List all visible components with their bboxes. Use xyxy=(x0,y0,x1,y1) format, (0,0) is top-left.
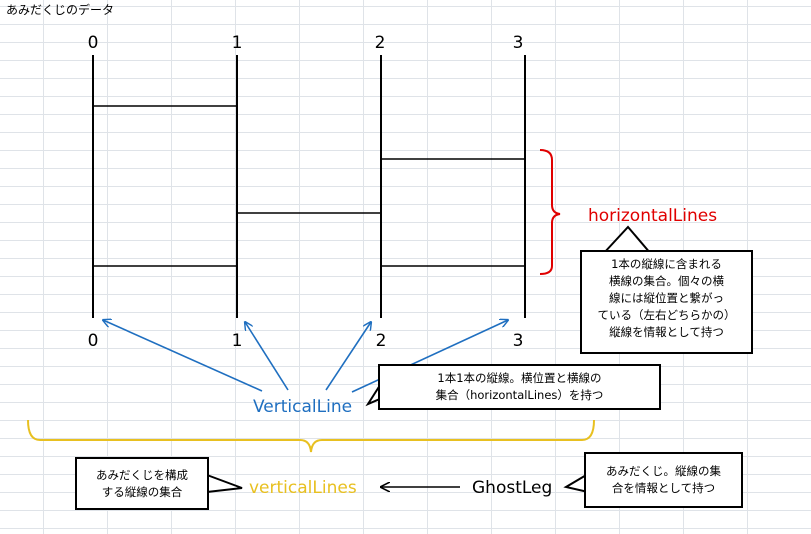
vertical-line-callout: 1本1本の縦線。横位置と横線の 集合（horizontalLines）を持つ xyxy=(378,364,661,410)
ghost-leg-callout-text: あみだくじ。縦線の集 合を情報として持つ xyxy=(606,464,721,495)
horizontal-lines-label: horizontalLines xyxy=(588,206,717,226)
horizontal-lines-bracket xyxy=(539,149,561,275)
bottom-label-2: 2 xyxy=(376,331,387,351)
callout-pointer-vertical-lines xyxy=(206,473,243,494)
bottom-label-3: 3 xyxy=(513,331,524,351)
top-label-0: 0 xyxy=(88,33,99,53)
sheet-title: あみだくじのデータ xyxy=(6,3,115,17)
top-label-3: 3 xyxy=(513,33,524,53)
vertical-lines-callout-text: あみだくじを構成 する縦線の集合 xyxy=(96,468,188,499)
top-label-2: 2 xyxy=(375,33,386,53)
top-label-1: 1 xyxy=(232,33,243,53)
horizontal-lines-callout-text: 1本の縦線に含まれる 横線の集合。個々の横 線には縦位置と繋がっ ている（左右ど… xyxy=(597,257,736,339)
horizontal-lines-callout: 1本の縦線に含まれる 横線の集合。個々の横 線には縦位置と繋がっ ている（左右ど… xyxy=(580,250,753,354)
bottom-label-0: 0 xyxy=(88,331,99,351)
vertical-lines-label: verticalLines xyxy=(249,478,357,498)
arrow-to-bottom-2 xyxy=(325,322,371,391)
vertical-line-callout-text: 1本1本の縦線。横位置と横線の 集合（horizontalLines）を持つ xyxy=(435,371,604,402)
vertical-line-label: VerticalLine xyxy=(253,397,352,417)
vertical-lines-callout: あみだくじを構成 する縦線の集合 xyxy=(75,457,209,510)
arrow-to-bottom-1 xyxy=(245,322,289,391)
ghost-leg-label: GhostLeg xyxy=(472,478,552,498)
vertical-lines-brace xyxy=(27,419,595,453)
arrow-to-bottom-0 xyxy=(103,320,263,392)
ghost-leg-callout: あみだくじ。縦線の集 合を情報として持つ xyxy=(584,452,743,508)
bottom-label-1: 1 xyxy=(232,331,243,351)
